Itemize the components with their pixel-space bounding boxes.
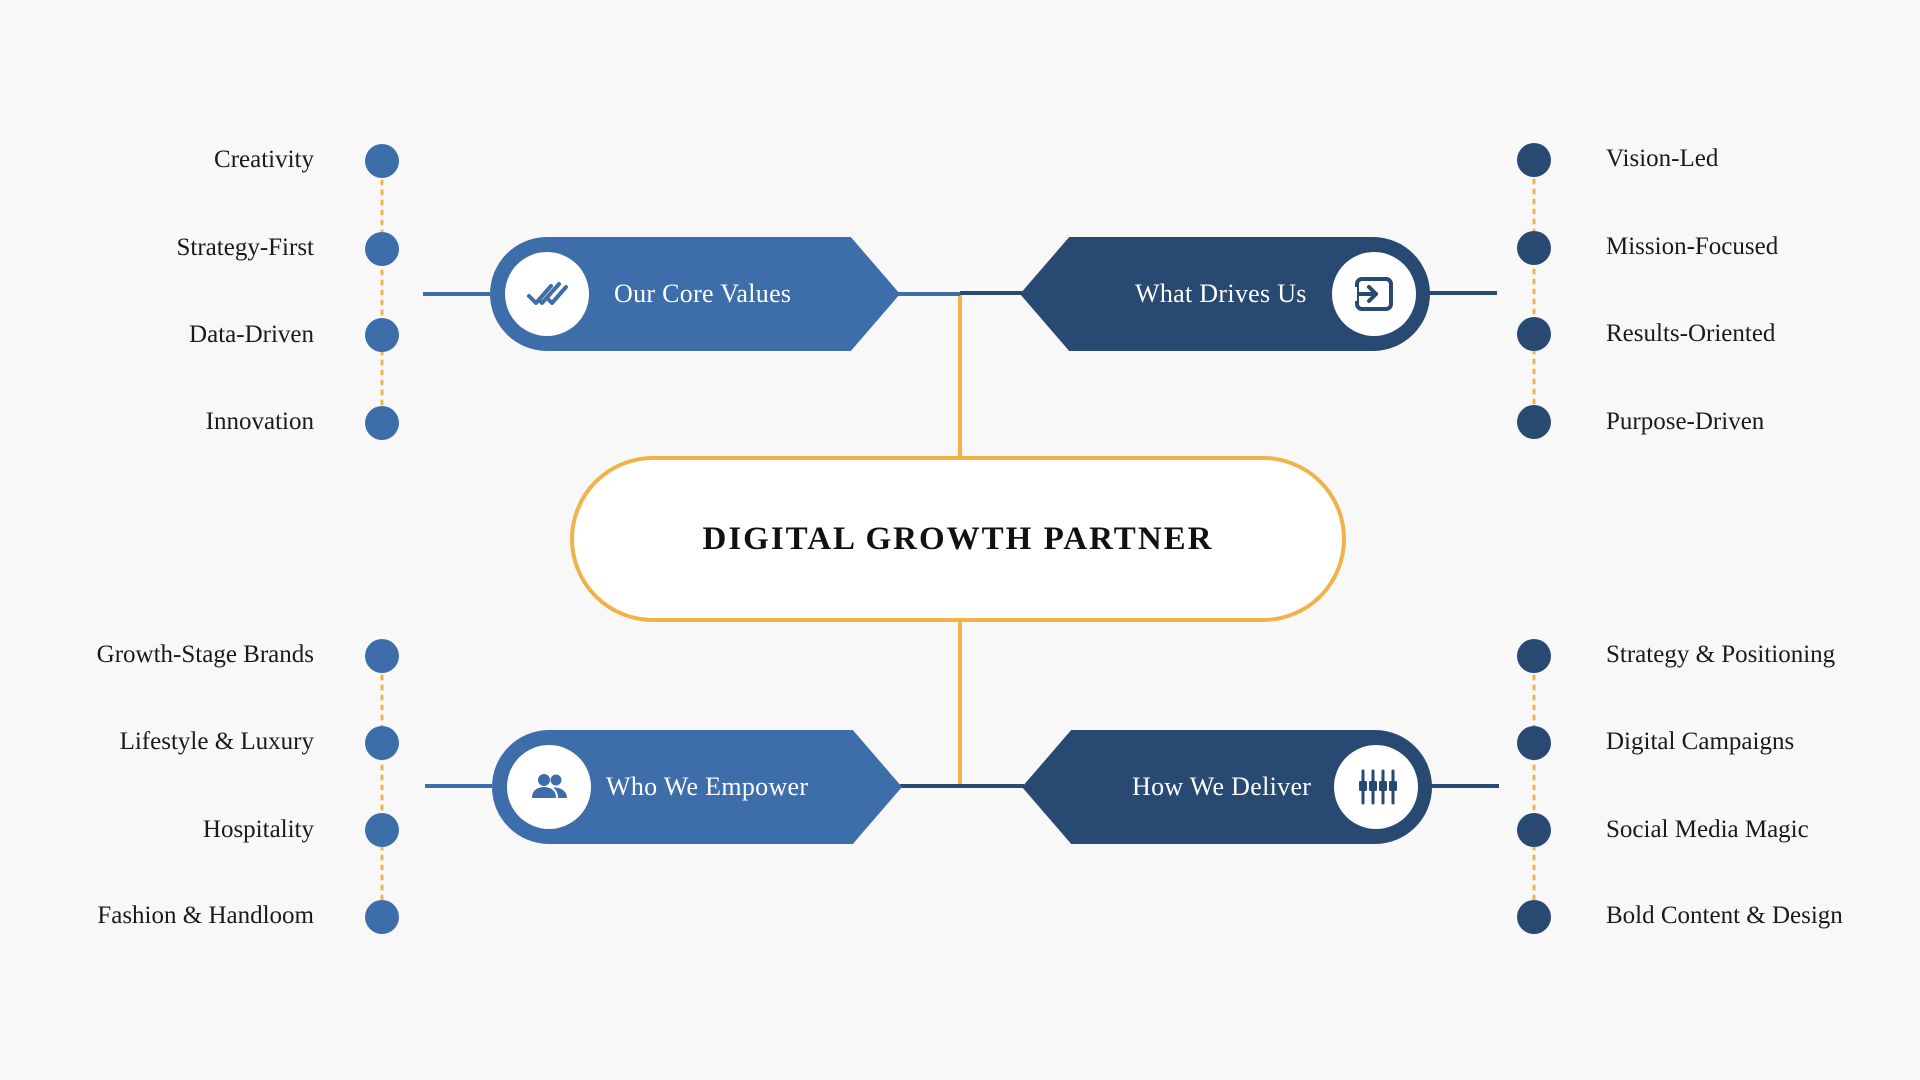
empower-item: Growth-Stage Brands (96, 641, 314, 668)
hub-core-values: Our Core Values (490, 237, 900, 351)
drives-item: Results-Oriented (1606, 320, 1776, 347)
people-icon (532, 774, 567, 798)
core-values-item: Data-Driven (189, 321, 314, 348)
sliders-icon (1359, 769, 1397, 805)
empower-dot (365, 900, 399, 934)
deliver-item: Social Media Magic (1606, 816, 1809, 843)
center-title: DIGITAL GROWTH PARTNER (702, 520, 1214, 557)
core-values-dot (365, 318, 399, 352)
empower-dot (365, 726, 399, 760)
hub-deliver-label: How We Deliver (1132, 772, 1312, 801)
hub-drives: What Drives Us (1020, 237, 1430, 351)
double-check-icon (527, 282, 568, 305)
empower-item: Lifestyle & Luxury (119, 728, 314, 755)
deliver-item: Strategy & Positioning (1606, 641, 1836, 668)
core-values-item: Strategy-First (176, 234, 315, 261)
drives-item: Mission-Focused (1606, 233, 1779, 260)
core-values-item: Creativity (214, 146, 314, 173)
hub-core-values-label: Our Core Values (614, 279, 792, 308)
center-node: DIGITAL GROWTH PARTNER (570, 456, 1346, 622)
drives-item: Vision-Led (1606, 145, 1719, 172)
deliver-dot (1517, 726, 1551, 760)
drives-dot (1517, 143, 1551, 177)
hub-empower-label: Who We Empower (606, 772, 809, 801)
hub-drives-label: What Drives Us (1135, 279, 1307, 308)
empower-item: Fashion & Handloom (97, 902, 314, 929)
hub-empower: Who We Empower (492, 730, 902, 844)
drives-dot (1517, 317, 1551, 351)
empower-item: Hospitality (202, 816, 314, 843)
hub-drives-icon-circle (1332, 252, 1416, 336)
core-values-dot (365, 144, 399, 178)
core-values-item: Innovation (205, 408, 314, 435)
drives-dot (1517, 231, 1551, 265)
deliver-item: Digital Campaigns (1606, 728, 1795, 755)
core-values-dot (365, 406, 399, 440)
deliver-dot (1517, 813, 1551, 847)
drives-dot (1517, 405, 1551, 439)
hub-deliver: How We Deliver (1022, 730, 1432, 844)
drives-item: Purpose-Driven (1606, 408, 1765, 435)
deliver-dot (1517, 639, 1551, 673)
empower-dot (365, 639, 399, 673)
deliver-item: Bold Content & Design (1606, 902, 1843, 929)
core-values-dot (365, 232, 399, 266)
login-arrow-icon (1351, 277, 1393, 311)
hub-deliver-icon-circle (1334, 745, 1418, 829)
empower-dot (365, 813, 399, 847)
deliver-dot (1517, 900, 1551, 934)
hub-core-values-icon-circle (505, 252, 589, 336)
hub-empower-icon-circle (507, 745, 591, 829)
